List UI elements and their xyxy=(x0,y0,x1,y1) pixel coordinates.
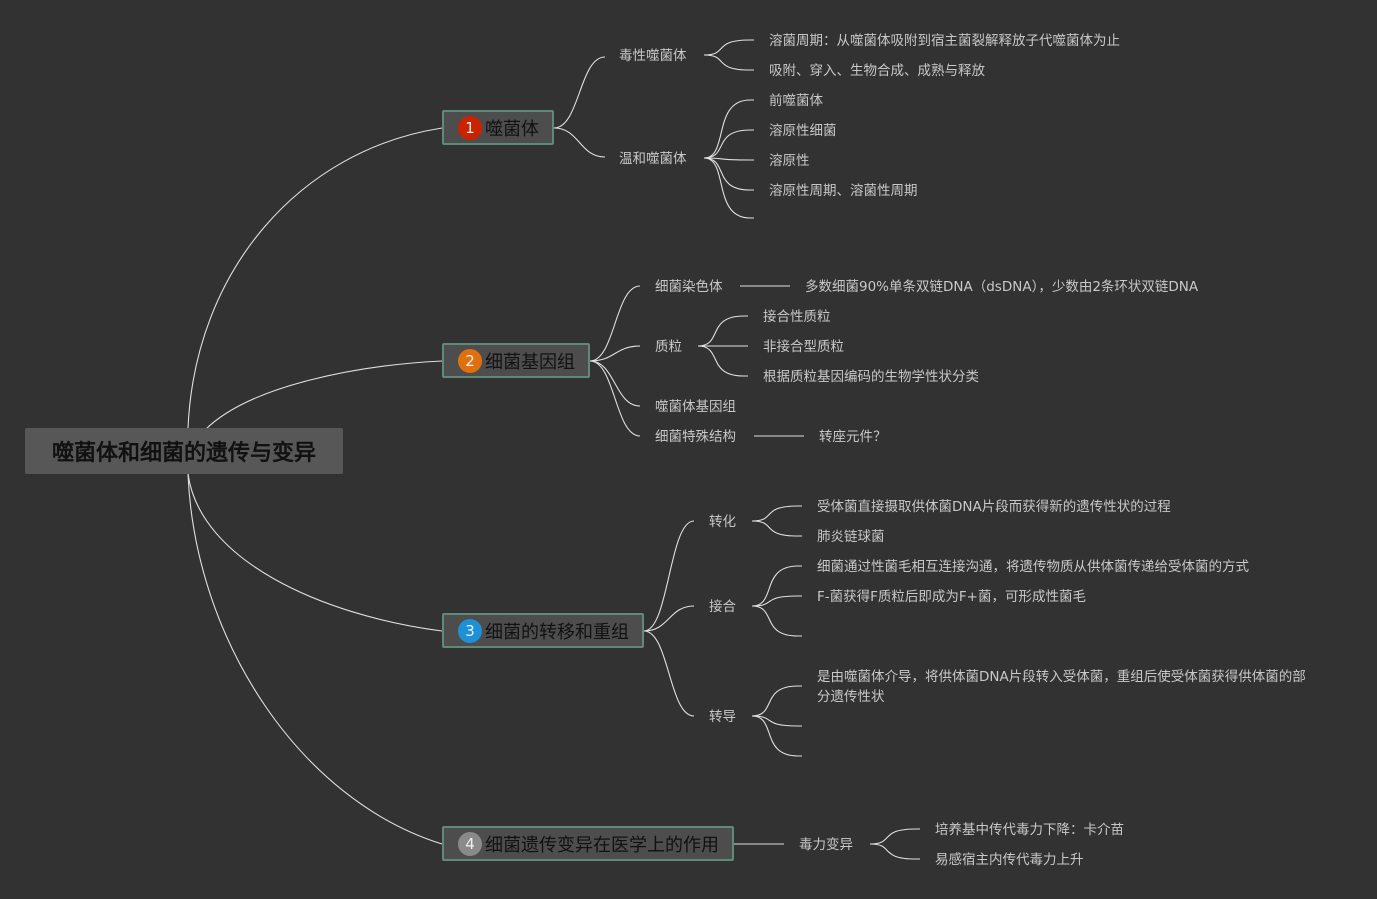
connector-line xyxy=(703,54,754,71)
branch-label: 噬菌体 xyxy=(485,118,539,140)
topic-chromosome-dna[interactable]: 多数细菌90%单条双链DNA（dsDNA），少数由2条环状双链DNA xyxy=(805,279,1199,295)
topic-transformation-def[interactable]: 受体菌直接摄取供体菌DNA片段而获得新的遗传性状的过程 xyxy=(817,499,1171,515)
topic-plasmid[interactable]: 质粒 xyxy=(655,339,682,355)
topic-virulence-increase[interactable]: 易感宿主内传代毒力上升 xyxy=(935,852,1084,868)
connector-line xyxy=(643,605,695,632)
connector-line xyxy=(697,315,748,347)
topic-f-plasmid[interactable]: F-菌获得F质粒后即成为F+菌，可形成性菌毛 xyxy=(817,589,1086,605)
connector-line xyxy=(869,828,920,845)
connector-line xyxy=(751,715,802,757)
branch-transfer-recombination[interactable]: 3 细菌的转移和重组 xyxy=(442,613,644,648)
connector-line xyxy=(751,605,802,637)
branch-label: 细菌基因组 xyxy=(485,351,575,373)
priority-3-icon: 3 xyxy=(458,618,482,643)
connector-line xyxy=(643,630,695,717)
topic-nonconjugative-plasmid[interactable]: 非接合型质粒 xyxy=(763,339,844,355)
topic-lysogeny[interactable]: 溶原性 xyxy=(769,153,810,169)
topic-phage-genome[interactable]: 噬菌体基因组 xyxy=(655,399,736,415)
branch-label: 细菌的转移和重组 xyxy=(485,621,629,643)
connector-line xyxy=(751,595,802,607)
connector-line xyxy=(703,129,754,159)
topic-bcg[interactable]: 培养基中传代毒力下降：卡介苗 xyxy=(935,822,1124,838)
connector-line xyxy=(204,360,443,431)
connector-line xyxy=(589,360,641,407)
priority-4-icon: 4 xyxy=(458,831,482,856)
connector-line xyxy=(553,127,606,158)
branch-medical-significance[interactable]: 4 细菌遗传变异在医学上的作用 xyxy=(442,826,734,861)
connector-line xyxy=(703,157,754,161)
topic-temperate-phage[interactable]: 温和噬菌体 xyxy=(619,151,687,167)
topic-transposable-element[interactable]: 转座元件？ xyxy=(819,429,887,445)
connector-line xyxy=(751,520,802,537)
connector-line xyxy=(643,520,695,632)
connector-line xyxy=(751,505,802,522)
connector-line xyxy=(187,473,443,632)
topic-plasmid-classification[interactable]: 根据质粒基因编码的生物学性状分类 xyxy=(763,369,979,385)
topic-transduction[interactable]: 转导 xyxy=(709,709,736,725)
connector-line xyxy=(751,715,802,727)
branch-bacteriophage[interactable]: 1 噬菌体 xyxy=(442,110,554,145)
branch-bacterial-genome[interactable]: 2 细菌基因组 xyxy=(442,343,590,378)
connector-line xyxy=(703,39,754,56)
connector-line xyxy=(187,127,443,429)
connector-line xyxy=(751,685,802,717)
root-topic[interactable]: 噬菌体和细菌的遗传与变异 xyxy=(25,428,343,474)
priority-2-icon: 2 xyxy=(458,348,482,373)
connector-line xyxy=(703,157,754,219)
topic-prophage[interactable]: 前噬菌体 xyxy=(769,93,823,109)
connector-line xyxy=(589,360,641,437)
priority-1-icon: 1 xyxy=(458,115,482,140)
connector-line xyxy=(751,565,802,607)
topic-conjugative-plasmid[interactable]: 接合性质粒 xyxy=(763,309,831,325)
topic-transformation[interactable]: 转化 xyxy=(709,514,736,530)
branch-label: 细菌遗传变异在医学上的作用 xyxy=(485,834,719,856)
connector-line xyxy=(589,345,641,362)
topic-lytic-cycle[interactable]: 溶菌周期：从噬菌体吸附到宿主菌裂解释放子代噬菌体为止 xyxy=(769,33,1120,49)
connector-line xyxy=(187,473,443,845)
connector-line xyxy=(703,99,754,159)
topic-transduction-def[interactable]: 是由噬菌体介导，将供体菌DNA片段转入受体菌，重组后使受体菌获得供体菌的部分遗传… xyxy=(817,669,1306,705)
topic-virulence-variation[interactable]: 毒力变异 xyxy=(799,837,853,853)
connector-line xyxy=(697,345,748,377)
connector-line xyxy=(703,157,754,191)
connector-line xyxy=(553,56,606,129)
topic-phage-steps[interactable]: 吸附、穿入、生物合成、成熟与释放 xyxy=(769,63,985,79)
topic-conjugation-def[interactable]: 细菌通过性菌毛相互连接沟通，将遗传物质从供体菌传递给受体菌的方式 xyxy=(817,559,1249,575)
topic-bacterial-chromosome[interactable]: 细菌染色体 xyxy=(655,279,723,295)
topic-lysogenic-lytic-cycles[interactable]: 溶原性周期、溶菌性周期 xyxy=(769,183,918,199)
connector-line xyxy=(589,285,641,362)
topic-special-structures[interactable]: 细菌特殊结构 xyxy=(655,429,736,445)
topic-virulent-phage[interactable]: 毒性噬菌体 xyxy=(619,48,687,64)
topic-pneumococcus[interactable]: 肺炎链球菌 xyxy=(817,529,885,545)
connector-line xyxy=(869,843,920,860)
topic-conjugation[interactable]: 接合 xyxy=(709,599,736,615)
topic-lysogenic-bacteria[interactable]: 溶原性细菌 xyxy=(769,123,837,139)
